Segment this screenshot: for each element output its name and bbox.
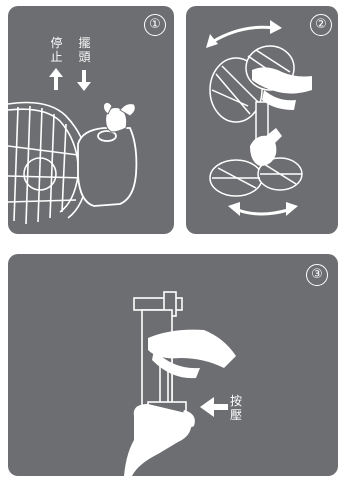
hand-lower-icon bbox=[124, 404, 195, 476]
motor-housing-icon bbox=[78, 128, 136, 206]
rotate-arrow-bottom-icon bbox=[238, 210, 288, 214]
step-1-panel: ① 停止 擺頭 bbox=[8, 6, 174, 234]
down-arrow-icon bbox=[77, 70, 91, 91]
rotate-arrow-icon bbox=[212, 27, 274, 42]
up-arrow-icon bbox=[49, 68, 63, 90]
fan-head-knob-illustration bbox=[8, 6, 174, 234]
step-2-panel: ② bbox=[186, 6, 338, 234]
press-arrow-icon bbox=[200, 397, 228, 417]
rotate-arrow-head-right bbox=[270, 20, 282, 34]
fan-guard-icon bbox=[8, 103, 88, 225]
fan-tilt-illustration bbox=[186, 6, 338, 234]
height-adjust-illustration bbox=[8, 254, 338, 476]
rotate-arrow-bottom-head-left bbox=[228, 202, 240, 216]
fan-guard-lower-icon bbox=[210, 158, 302, 196]
step-3-panel: ③ 按壓 bbox=[8, 254, 338, 476]
rotate-arrow-bottom-head-right bbox=[286, 202, 298, 216]
